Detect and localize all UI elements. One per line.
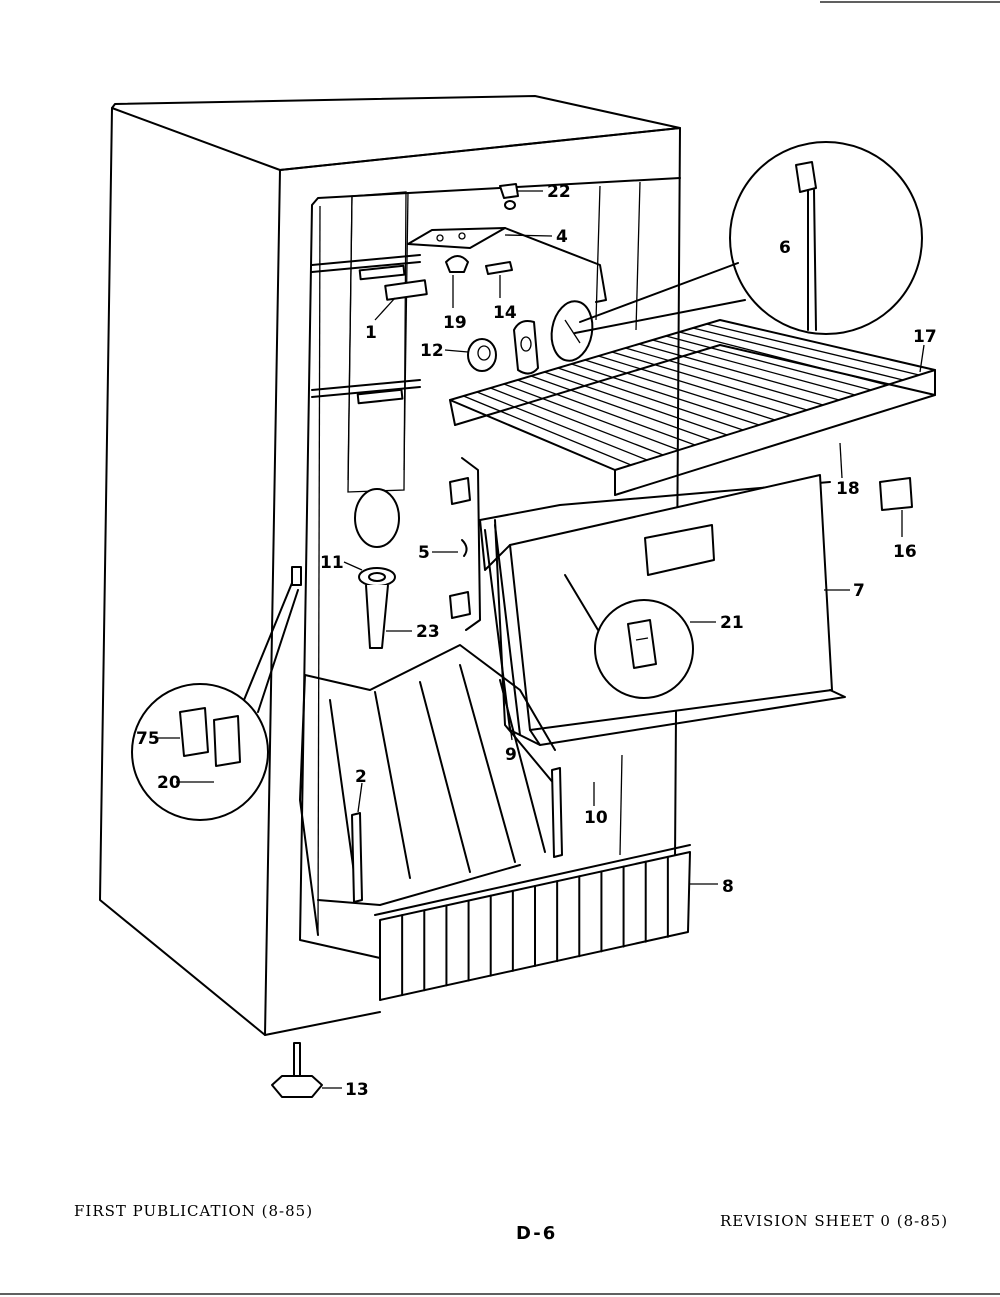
svg-text:17: 17 xyxy=(913,327,937,347)
svg-text:75: 75 xyxy=(136,729,160,749)
shelf-wire xyxy=(503,383,680,451)
shelf-wire xyxy=(679,331,888,386)
callout-18: 18 xyxy=(836,442,860,499)
shelf-wire xyxy=(476,391,648,461)
shelf-wire xyxy=(584,359,776,421)
callout-22: 22 xyxy=(517,182,571,202)
svg-text:21: 21 xyxy=(720,613,744,633)
shelf-wire xyxy=(611,351,808,411)
revision-note: REVISION SHEET 0 (8-85) xyxy=(720,1212,949,1230)
svg-text:11: 11 xyxy=(320,553,344,573)
svg-text:4: 4 xyxy=(556,227,568,247)
callout-19: 19 xyxy=(443,275,467,333)
callout-7: 7 xyxy=(824,581,865,601)
bottom-basket xyxy=(299,644,623,936)
svg-text:2: 2 xyxy=(355,767,367,787)
svg-text:19: 19 xyxy=(443,313,467,333)
callout-5: 5 xyxy=(418,543,458,563)
svg-text:9: 9 xyxy=(505,745,517,765)
shelf-wire xyxy=(692,327,904,381)
svg-text:12: 12 xyxy=(420,341,444,361)
callout-8: 8 xyxy=(690,877,734,897)
shelf-wire xyxy=(517,379,696,446)
drain-funnel xyxy=(358,567,396,649)
svg-text:22: 22 xyxy=(547,182,571,202)
callout-13: 13 xyxy=(322,1080,369,1100)
callout-20: 20 xyxy=(157,773,214,793)
callout-17: 17 xyxy=(913,327,937,373)
wire-shelf xyxy=(449,319,936,496)
shelf-wire xyxy=(571,363,760,426)
first-publication-note: FIRST PUBLICATION (8-85) xyxy=(74,1202,314,1220)
callout-4: 4 xyxy=(504,227,568,247)
basket-wire xyxy=(329,699,356,881)
shelf-wire xyxy=(665,335,872,391)
svg-text:5: 5 xyxy=(418,543,430,563)
leveling-foot xyxy=(271,1042,323,1098)
callout-75: 75 xyxy=(136,729,180,749)
svg-text:14: 14 xyxy=(493,303,517,323)
shelf-wire xyxy=(490,387,664,456)
callout-2: 2 xyxy=(355,767,367,813)
svg-text:7: 7 xyxy=(853,581,865,601)
basket-wire xyxy=(499,679,546,853)
svg-text:6: 6 xyxy=(779,238,791,258)
svg-text:16: 16 xyxy=(893,542,917,562)
callout-14: 14 xyxy=(493,275,517,323)
callout-12: 12 xyxy=(420,341,469,361)
basket-wire xyxy=(459,664,516,863)
svg-text:1: 1 xyxy=(365,323,377,343)
callout-1: 1 xyxy=(365,297,396,343)
part-16-button xyxy=(879,477,913,511)
shelf-wire xyxy=(652,339,856,396)
shelf-wire xyxy=(706,323,920,376)
shelf-wire xyxy=(625,347,824,406)
svg-text:8: 8 xyxy=(722,877,734,897)
svg-text:13: 13 xyxy=(345,1080,369,1100)
side-clip xyxy=(291,566,302,586)
shelf-wire xyxy=(530,375,712,441)
svg-text:23: 23 xyxy=(416,622,440,642)
basket-wire xyxy=(374,691,411,879)
shelf-wire xyxy=(544,371,728,436)
shelf-wire xyxy=(463,395,632,466)
shelf-wire xyxy=(598,355,792,416)
callout-23: 23 xyxy=(386,622,440,642)
svg-text:20: 20 xyxy=(157,773,181,793)
callout-6: 6 xyxy=(779,238,791,258)
detail-thermostat xyxy=(574,141,923,335)
callouts: 22 4 6 14 19 1 12 17 18 16 5 11 23 7 21 … xyxy=(136,182,937,1100)
bottom-grille xyxy=(374,844,691,1001)
callout-9: 9 xyxy=(505,725,517,765)
shelf-wire xyxy=(557,367,744,431)
callout-11: 11 xyxy=(320,553,363,573)
crisper-drawer xyxy=(479,474,846,746)
detail-side-clip xyxy=(131,582,299,821)
page-number: D-6 xyxy=(516,1223,558,1244)
svg-text:10: 10 xyxy=(584,808,608,828)
callout-21: 21 xyxy=(690,613,744,633)
shelf-wire xyxy=(638,343,840,401)
detail-drawer-clip xyxy=(564,574,694,699)
drawer-support xyxy=(449,457,556,786)
callout-10: 10 xyxy=(584,782,608,828)
basket-wire xyxy=(419,681,471,873)
thermostat-bracket xyxy=(384,183,607,375)
callout-16: 16 xyxy=(893,510,917,562)
svg-text:18: 18 xyxy=(836,479,860,499)
fan-opening xyxy=(354,488,400,548)
